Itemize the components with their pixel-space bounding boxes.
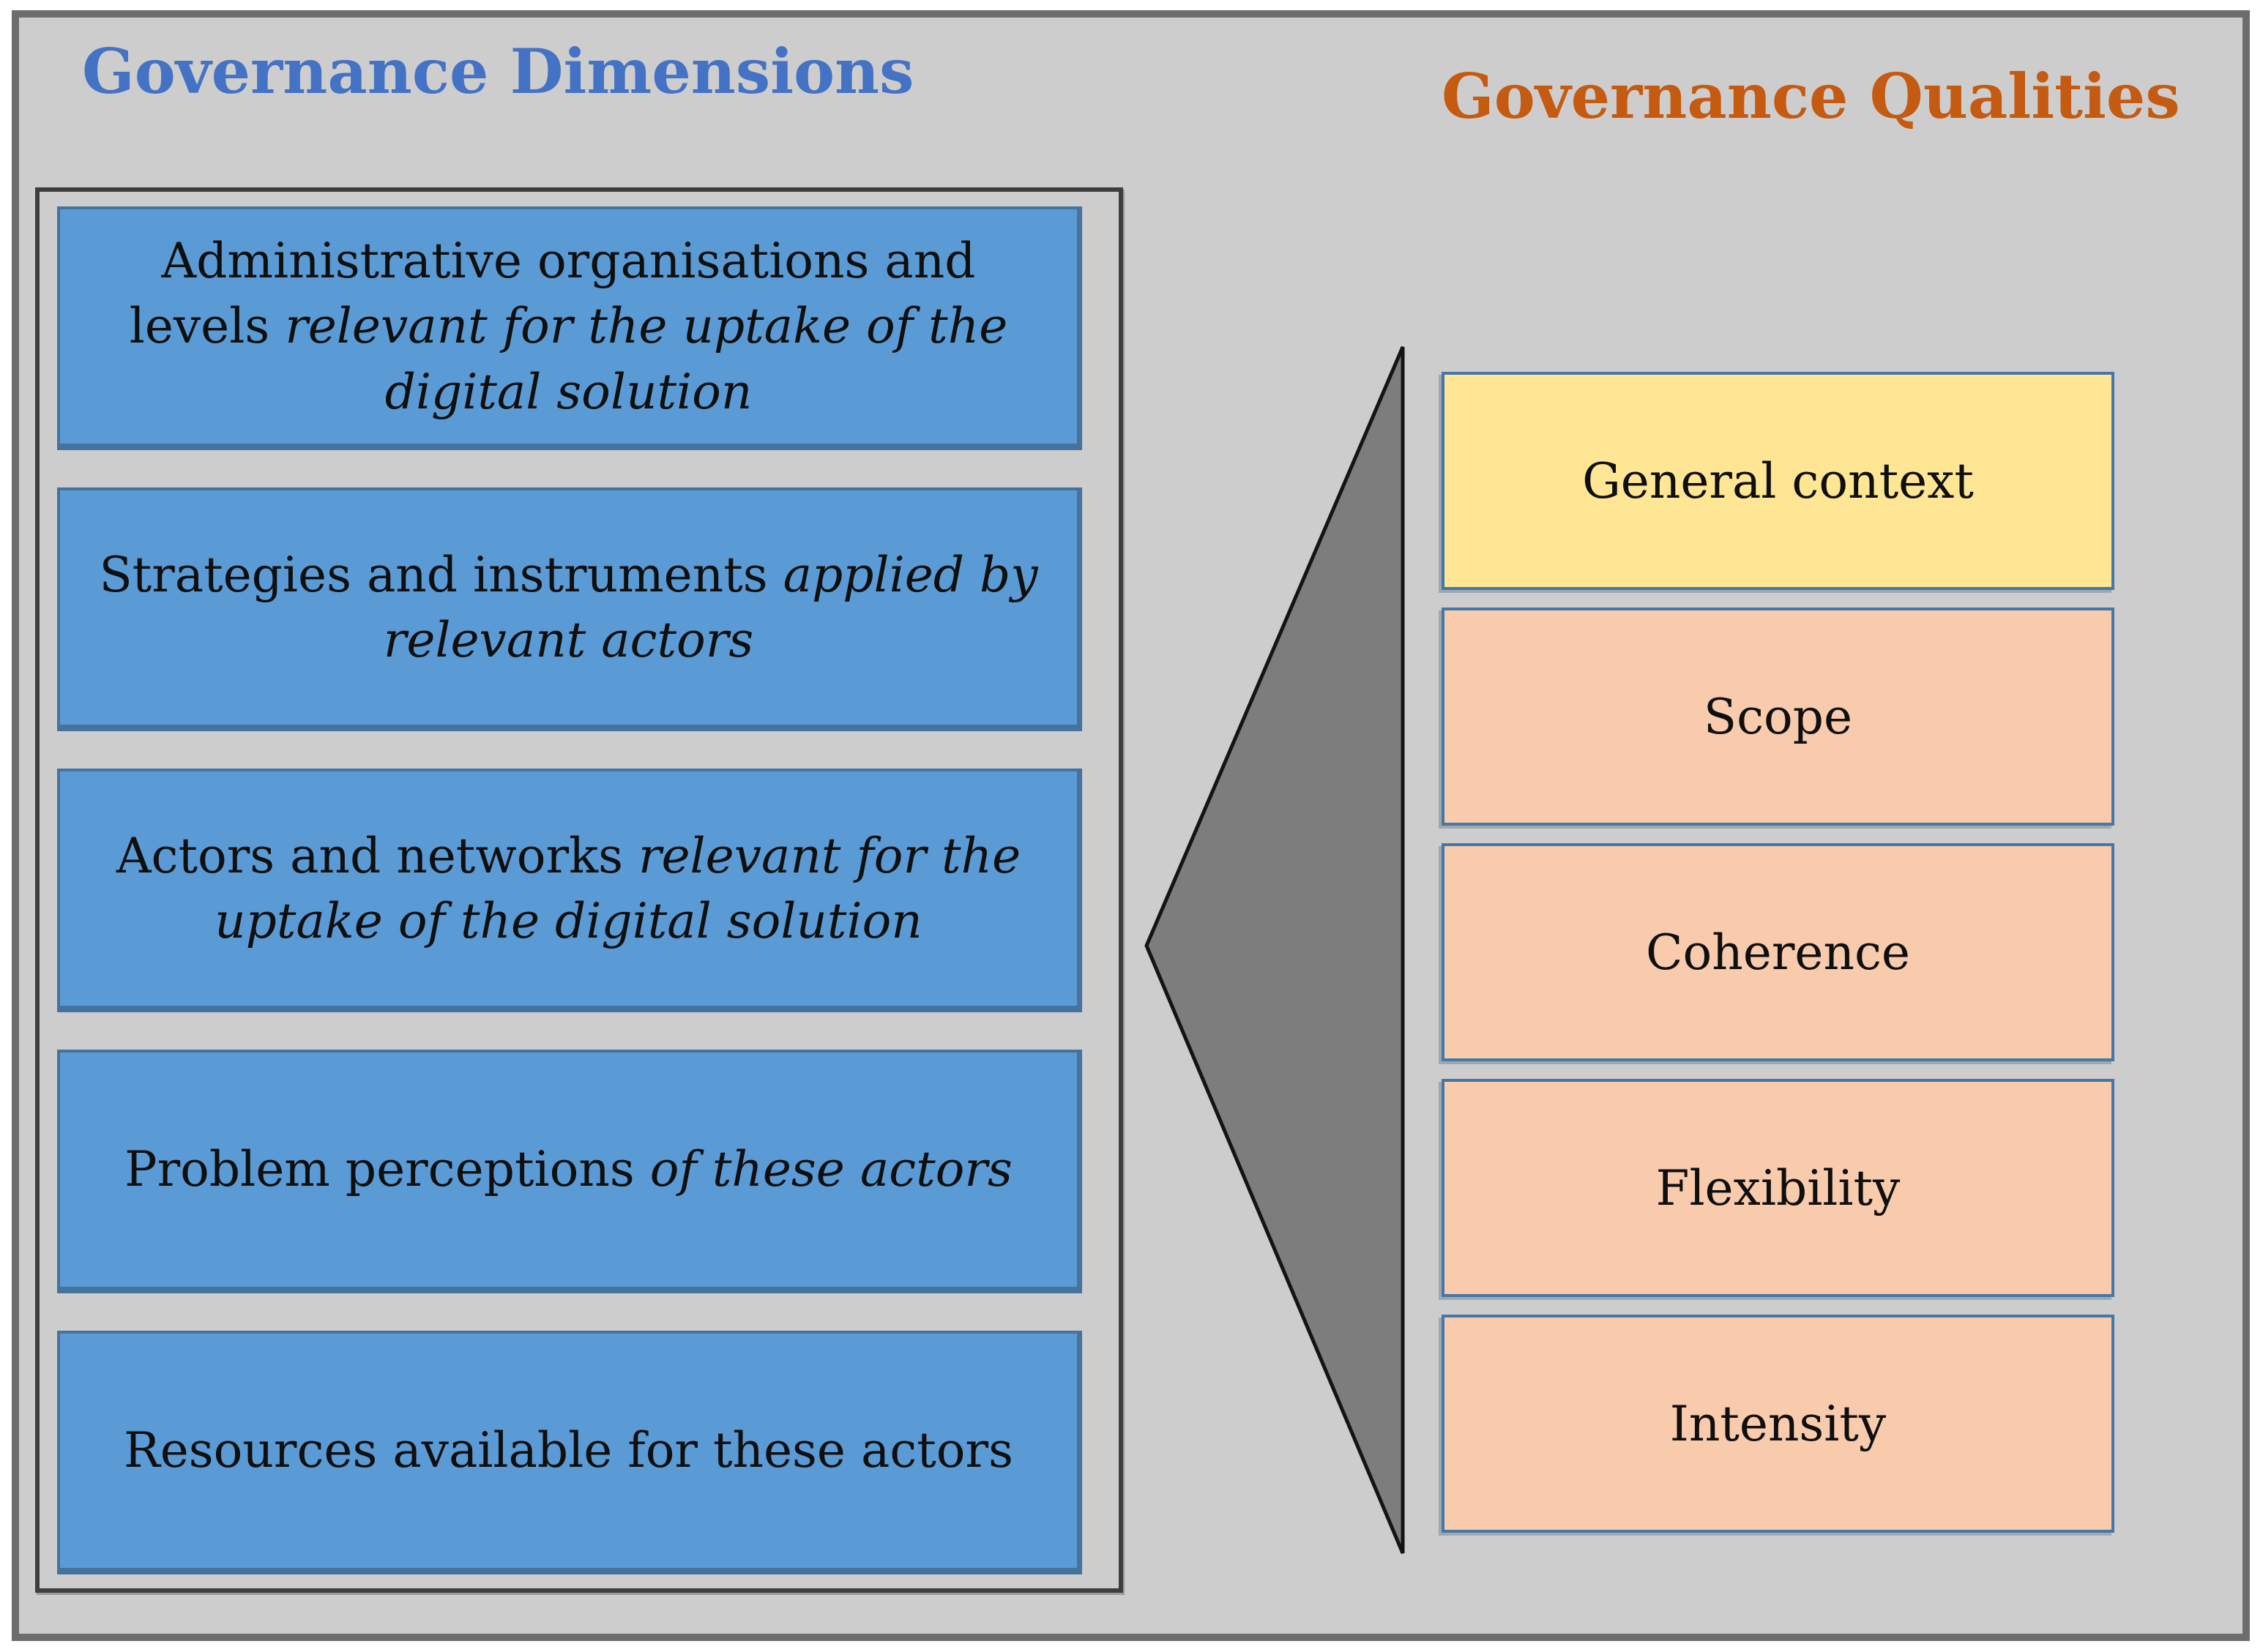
dimension-box-text-line: digital solution (384, 363, 753, 420)
quality-box-intensity: Intensity (1442, 1315, 2114, 1533)
dimension-box-text-line: uptake of the digital solution (215, 893, 922, 949)
dimension-box-text-line: Actors and networks relevant for the (116, 827, 1021, 884)
quality-box-scope: Scope (1442, 608, 2114, 826)
dimension-box-actors-networks: Actors and networks relevant for the upta… (57, 769, 1082, 1012)
governance-dimensions-title: Governance Dimensions (82, 35, 914, 108)
dimension-box-text-line: Resources available for these actors (124, 1422, 1013, 1479)
quality-box-coherence: Coherence (1442, 843, 2114, 1061)
dimension-box-text-line: Problem perceptions of these actors (124, 1141, 1013, 1198)
dimension-box-administrative-organisations: Administrative organisations and levels r… (57, 206, 1082, 450)
dimension-box-resources-available: Resources available for these actors (57, 1331, 1082, 1574)
dimension-box-text-line: Strategies and instruments applied by (99, 546, 1038, 603)
dimension-box-strategies-instruments: Strategies and instruments applied by rel… (57, 487, 1082, 731)
dimension-box-text-line: Administrative organisations and (161, 233, 976, 290)
quality-box-general-context: General context (1442, 372, 2114, 590)
governance-qualities-title: Governance Qualities (1442, 60, 2180, 132)
dimension-box-text-line: levels relevant for the uptake of the (129, 298, 1008, 355)
dimension-box-text-line: relevant actors (383, 612, 754, 668)
quality-box-flexibility: Flexibility (1442, 1079, 2114, 1297)
dimensions-container (35, 187, 1123, 1593)
dimension-box-problem-perceptions: Problem perceptions of these actors (57, 1050, 1082, 1293)
